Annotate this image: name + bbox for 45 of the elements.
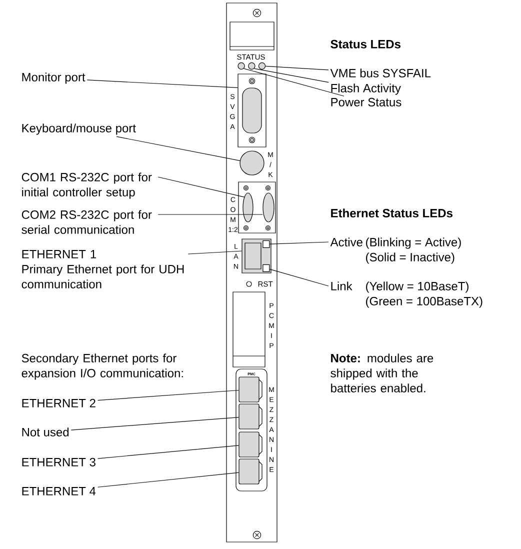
callout-label: ETHERNET 1 Primary Ethernet port for UDH communication — [22, 250, 184, 288]
note-text: Note: modules are shipped with the batteries enabled. — [330, 354, 434, 392]
round-port — [240, 150, 264, 176]
heading: Status LEDs — [330, 40, 400, 48]
leader-line — [158, 214, 263, 215]
callout-label: Monitor port — [22, 72, 86, 84]
led — [248, 62, 256, 70]
text-label: Secondary Ethernet ports for expansion I/O communication: — [22, 354, 183, 380]
ethernet-jack — [238, 404, 262, 430]
led — [262, 240, 270, 248]
leader-line — [116, 136, 240, 161]
callout-label: COM2 RS-232C port for serial communication — [22, 210, 152, 234]
serial-port — [242, 192, 254, 222]
leader-line — [244, 68, 344, 96]
led — [262, 264, 270, 272]
callout-label: Flash Activity — [331, 84, 401, 95]
leader-line — [158, 176, 245, 198]
heading: Ethernet Status LEDs — [331, 208, 452, 218]
leader-line — [97, 472, 239, 488]
serial-port — [262, 192, 274, 222]
led — [238, 62, 245, 70]
leader-line — [269, 268, 329, 286]
vga-connector — [238, 74, 266, 148]
callout-label: ETHERNET 2 — [22, 398, 96, 408]
callout-label: COM1 RS-232C port for initial controller setup — [22, 172, 152, 199]
leader-line — [70, 416, 239, 430]
leader-line — [269, 242, 329, 244]
callout-label: ETHERNET 4 — [22, 487, 96, 496]
callout-label: Link (Yellow = 10BaseT) (Green = 100BaseTX) — [331, 282, 482, 308]
leader-line — [188, 250, 242, 254]
callout-label: VME bus SYSFAIL — [330, 68, 431, 78]
callout-label: ETHERNET 3 — [22, 458, 96, 466]
callout-label: Keyboard/mouse port — [22, 124, 136, 135]
leader-line — [97, 445, 239, 459]
leader-line — [86, 80, 238, 88]
callout-label: Power Status — [331, 98, 402, 106]
callout-label: Not used — [22, 428, 69, 436]
leader-line — [265, 66, 329, 70]
led — [258, 62, 266, 70]
leader-line — [97, 390, 239, 401]
ethernet-jack — [238, 458, 262, 484]
callout-label: Active (Blinking = Active) (Solid = Inactive) — [330, 238, 461, 264]
ethernet-jack — [238, 432, 262, 458]
ethernet-jack — [238, 376, 262, 402]
leader-line — [254, 68, 329, 83]
